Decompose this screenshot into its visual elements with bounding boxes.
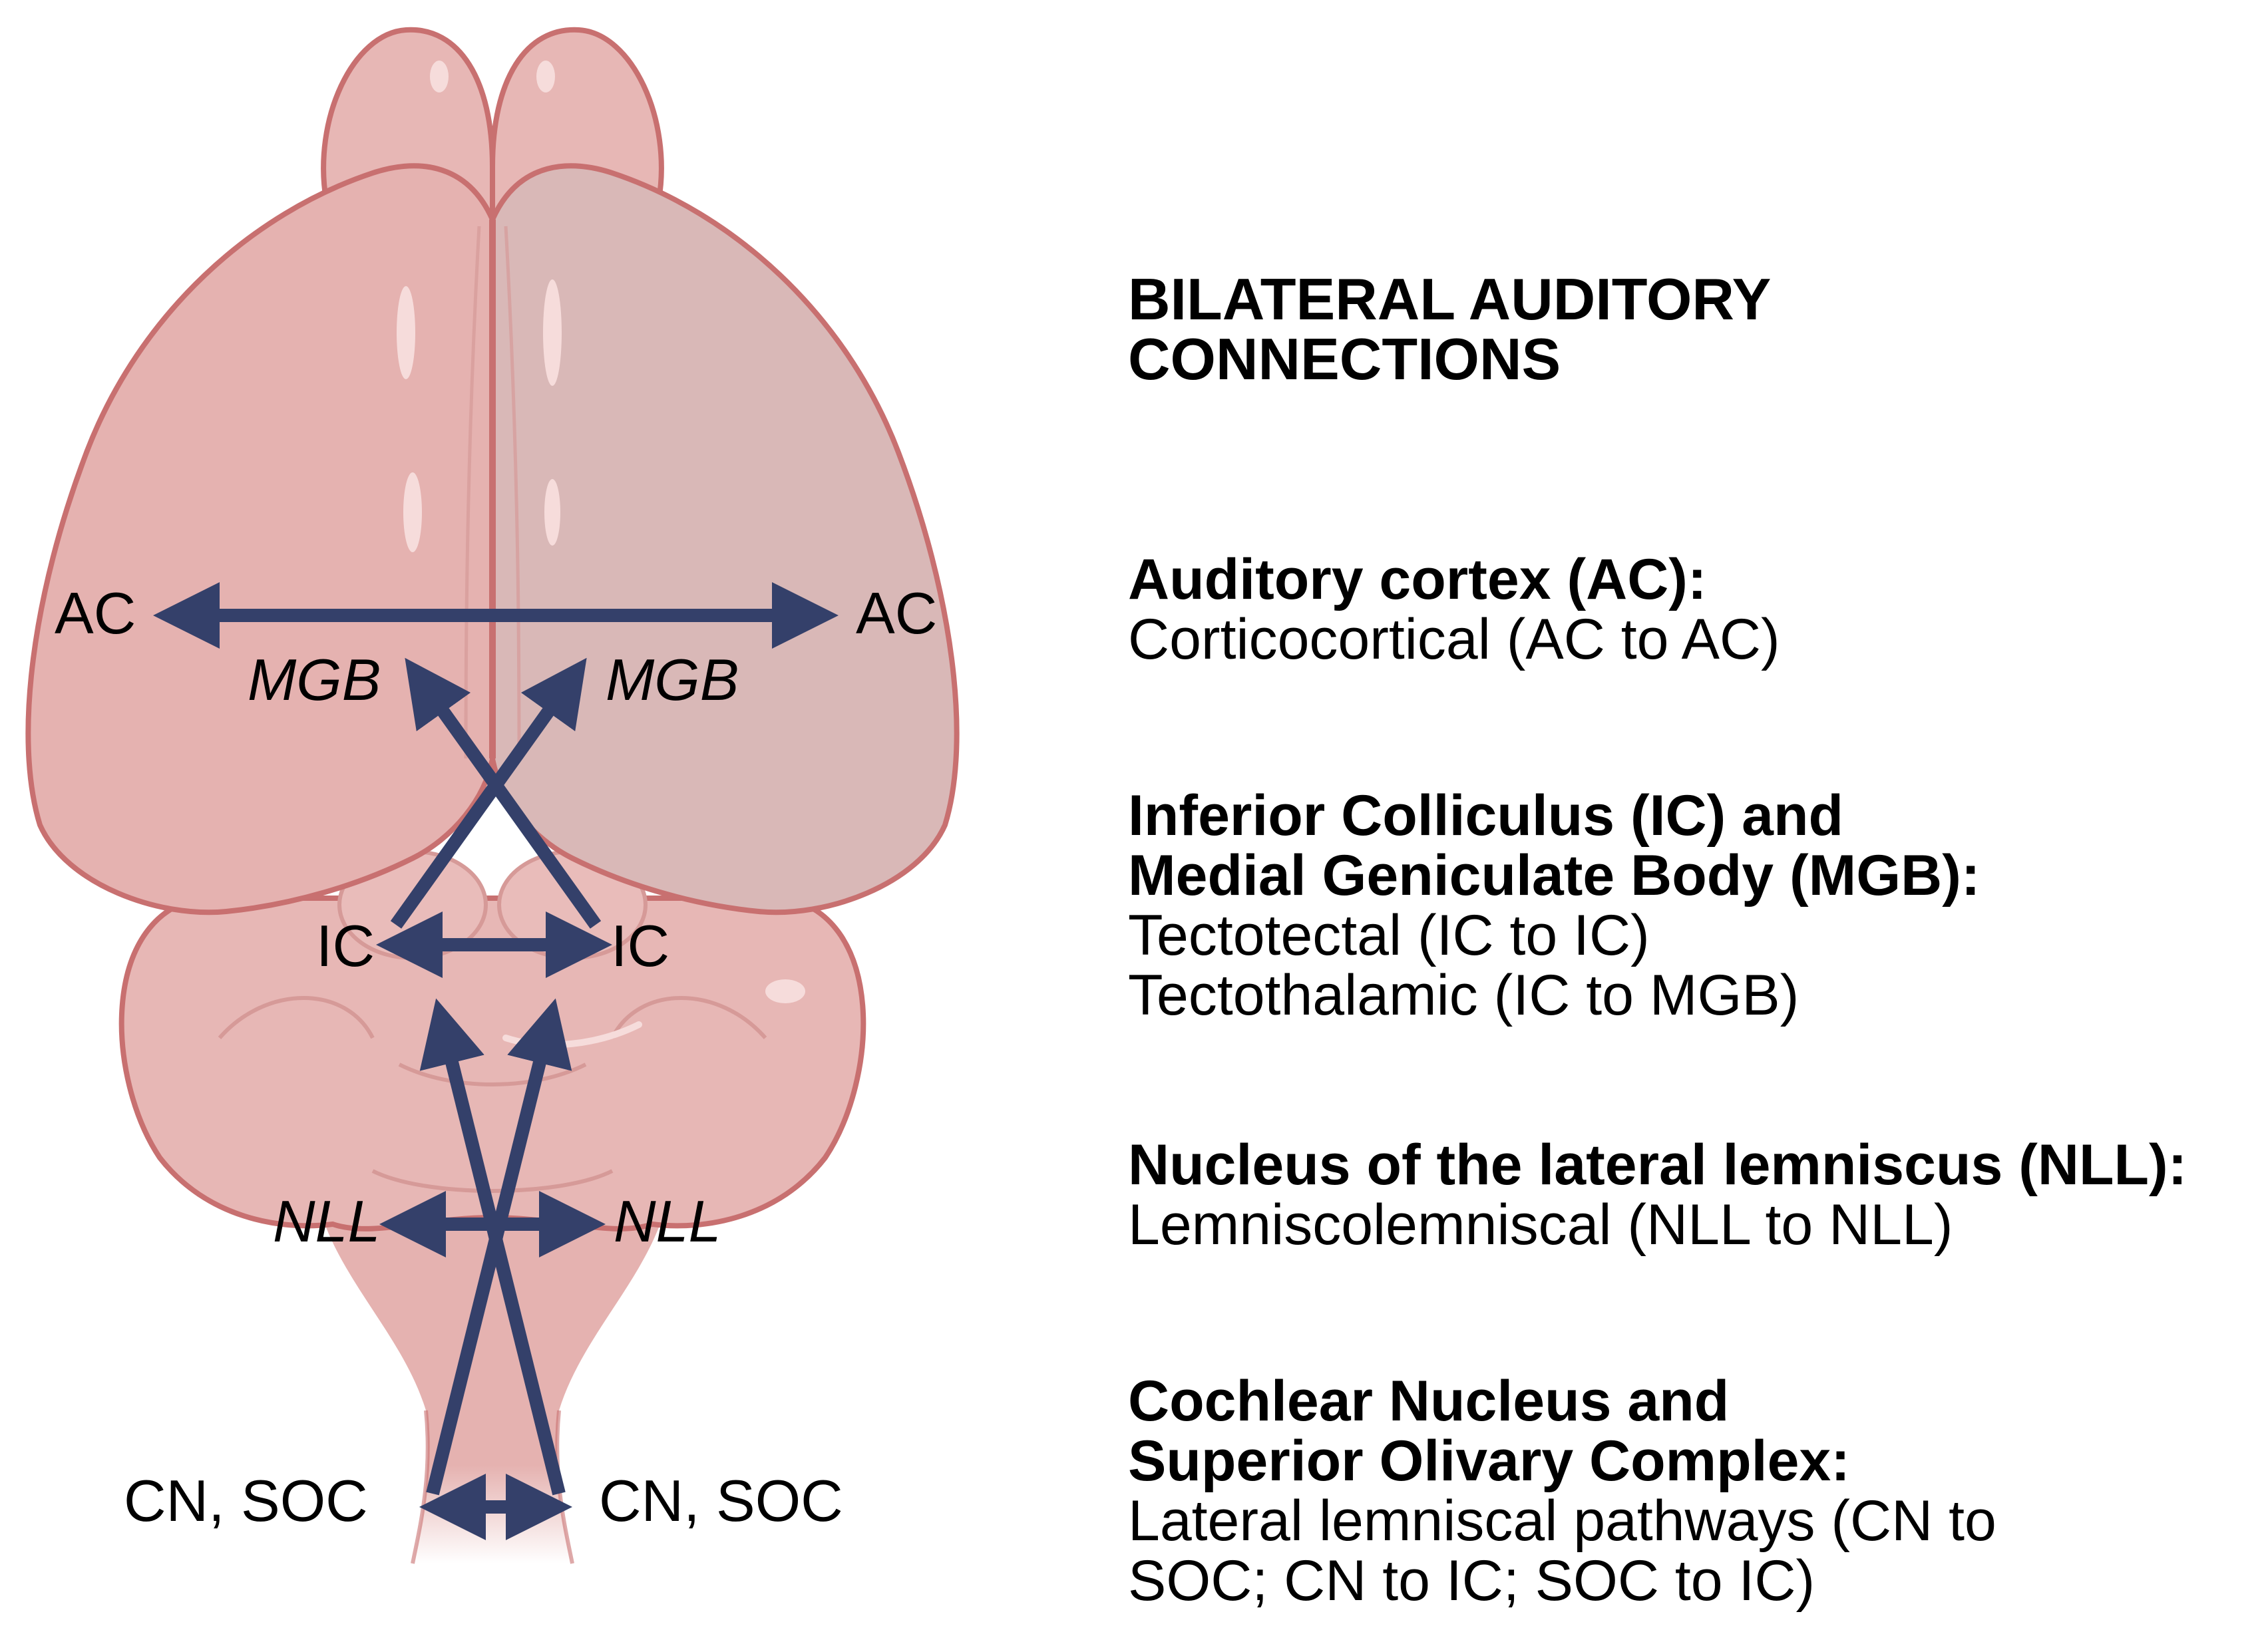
legend-ic-body-line1: Tectotectal (IC to IC) — [1128, 903, 1650, 967]
structure-labels: AC AC MGB MGB IC IC NLL NLL CN, SOC CN, … — [55, 580, 937, 1534]
legend: BILATERAL AUDITORY CONNECTIONS Auditory … — [1128, 266, 2187, 1613]
legend-nll-body: Lemniscolemniscal (NLL to NLL) — [1128, 1193, 1953, 1257]
legend-nll-heading: Nucleus of the lateral lemniscus (NLL): — [1128, 1133, 2187, 1197]
left-hemisphere — [25, 163, 495, 915]
brainstem — [313, 1171, 672, 1563]
legend-cn-body-line1: Lateral lemniscal pathways (CN to — [1128, 1489, 1996, 1553]
label-ic-right: IC — [611, 913, 669, 979]
legend-ic-heading-line2: Medial Geniculate Body (MGB): — [1128, 844, 1981, 907]
legend-ac-body: Corticocortical (AC to AC) — [1128, 607, 1780, 671]
right-hemisphere — [490, 163, 960, 915]
legend-ic-body-line2: Tectothalamic (IC to MGB) — [1128, 963, 1799, 1027]
label-nll-right: NLL — [614, 1188, 721, 1254]
legend-title-line1: BILATERAL AUDITORY — [1128, 266, 1771, 332]
arrow-ic-left-to-mgb-right — [390, 657, 587, 929]
label-ac-left: AC — [55, 580, 136, 646]
legend-cn-heading-line1: Cochlear Nucleus and — [1128, 1369, 1729, 1433]
label-nll-left: NLL — [273, 1188, 380, 1254]
label-mgb-right: MGB — [606, 647, 739, 713]
label-cn-soc-right: CN, SOC — [599, 1468, 843, 1534]
connection-arrows — [153, 582, 839, 1540]
label-cn-soc-left: CN, SOC — [124, 1468, 368, 1534]
legend-cn-heading-line2: Superior Olivary Complex: — [1128, 1429, 1850, 1493]
legend-ac-heading: Auditory cortex (AC): — [1128, 548, 1707, 611]
label-mgb-left: MGB — [248, 647, 381, 713]
label-ic-left: IC — [316, 913, 375, 979]
legend-ic-heading-line1: Inferior Colliculus (IC) and — [1128, 784, 1843, 848]
legend-cn-body-line2: SOC; CN to IC; SOC to IC) — [1128, 1549, 1815, 1613]
arrow-ic-right-to-mgb-left — [405, 657, 602, 929]
legend-title-line2: CONNECTIONS — [1128, 326, 1561, 392]
label-ac-right: AC — [856, 580, 937, 646]
